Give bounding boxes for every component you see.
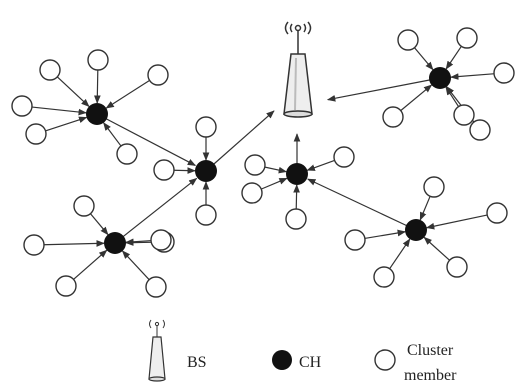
member-to-head-link bbox=[121, 250, 151, 281]
inter-cluster-link bbox=[307, 178, 408, 227]
member-to-head-link bbox=[399, 84, 433, 112]
cluster-member-node bbox=[145, 276, 167, 298]
cluster-member-node bbox=[116, 143, 138, 165]
cluster-member-node bbox=[493, 62, 515, 84]
legend-bs-icon bbox=[148, 319, 166, 382]
cluster-member-node bbox=[23, 234, 45, 256]
member-to-head-link bbox=[42, 240, 105, 247]
cluster-heads bbox=[86, 67, 451, 254]
legend: BS CH Cluster member bbox=[148, 319, 457, 384]
cluster-member-node bbox=[73, 195, 95, 217]
member-to-head-link bbox=[93, 68, 101, 104]
member-to-head-link bbox=[89, 212, 109, 236]
cluster-member-node bbox=[150, 229, 172, 251]
member-to-head-link bbox=[445, 86, 460, 108]
cluster-member-node bbox=[344, 229, 366, 251]
cluster-member-node bbox=[11, 95, 33, 117]
member-to-head-link bbox=[413, 46, 434, 71]
cluster-member-node bbox=[423, 176, 445, 198]
cluster-head-node bbox=[104, 232, 126, 254]
cluster-member-node bbox=[241, 182, 263, 204]
member-to-head-link bbox=[293, 184, 300, 211]
cluster-member-node bbox=[244, 154, 266, 176]
cluster-member-node bbox=[285, 208, 307, 230]
member-to-head-link bbox=[450, 73, 496, 80]
head-to-base-station-link bbox=[326, 79, 431, 102]
member-to-head-link bbox=[388, 238, 411, 270]
legend-ch-label: CH bbox=[299, 354, 322, 371]
antenna-tower-icon bbox=[283, 21, 313, 118]
member-to-head-link bbox=[445, 45, 463, 70]
member-to-head-link bbox=[419, 195, 432, 221]
member-to-head-link bbox=[30, 106, 87, 116]
cluster-member-node bbox=[195, 204, 217, 226]
legend-member-icon bbox=[374, 349, 396, 371]
inter-cluster-link bbox=[122, 177, 198, 238]
member-to-head-link bbox=[363, 229, 406, 240]
member-to-head-link bbox=[425, 214, 489, 230]
cluster-member-node bbox=[456, 27, 478, 49]
member-to-head-link bbox=[105, 79, 151, 109]
cluster-member-node bbox=[486, 202, 508, 224]
cluster-member-node bbox=[382, 106, 404, 128]
cluster-member-node bbox=[39, 59, 61, 81]
cluster-member-node bbox=[195, 116, 217, 138]
legend-member-label-line2: member bbox=[404, 367, 457, 384]
legend-ch-icon bbox=[272, 350, 292, 370]
member-to-head-link bbox=[306, 159, 336, 171]
legend-bs-label: BS bbox=[187, 354, 207, 371]
cluster-member-node bbox=[373, 266, 395, 288]
member-to-head-link bbox=[56, 75, 90, 108]
member-to-head-link bbox=[44, 116, 88, 132]
head-to-base-station-link bbox=[213, 110, 275, 165]
cluster-member-node bbox=[453, 104, 475, 126]
inter-cluster-link bbox=[105, 118, 197, 166]
cluster-head-node bbox=[195, 160, 217, 182]
cluster-head-node bbox=[86, 103, 108, 125]
cluster-head-node bbox=[429, 67, 451, 89]
member-to-head-link bbox=[103, 122, 123, 148]
member-to-head-link bbox=[172, 167, 196, 174]
member-to-head-link bbox=[263, 166, 288, 174]
base-station bbox=[283, 21, 313, 118]
member-to-head-link bbox=[125, 238, 153, 246]
cluster-member-node bbox=[397, 29, 419, 51]
cluster-member-node bbox=[333, 146, 355, 168]
cluster-member-node bbox=[25, 123, 47, 145]
member-to-head-link bbox=[72, 249, 108, 281]
cluster-member-node bbox=[147, 64, 169, 86]
cluster-member-node bbox=[55, 275, 77, 297]
cluster-member-node bbox=[469, 119, 491, 141]
member-to-head-link bbox=[260, 177, 288, 191]
cluster-member-node bbox=[87, 49, 109, 71]
cluster-head-node bbox=[286, 163, 308, 185]
legend-member-label-line1: Cluster bbox=[407, 342, 454, 359]
cluster-member-node bbox=[153, 159, 175, 181]
cluster-member-node bbox=[446, 256, 468, 278]
cluster-members bbox=[11, 27, 515, 298]
member-to-head-link bbox=[423, 236, 451, 262]
network-links bbox=[30, 45, 496, 281]
cluster-head-node bbox=[405, 219, 427, 241]
